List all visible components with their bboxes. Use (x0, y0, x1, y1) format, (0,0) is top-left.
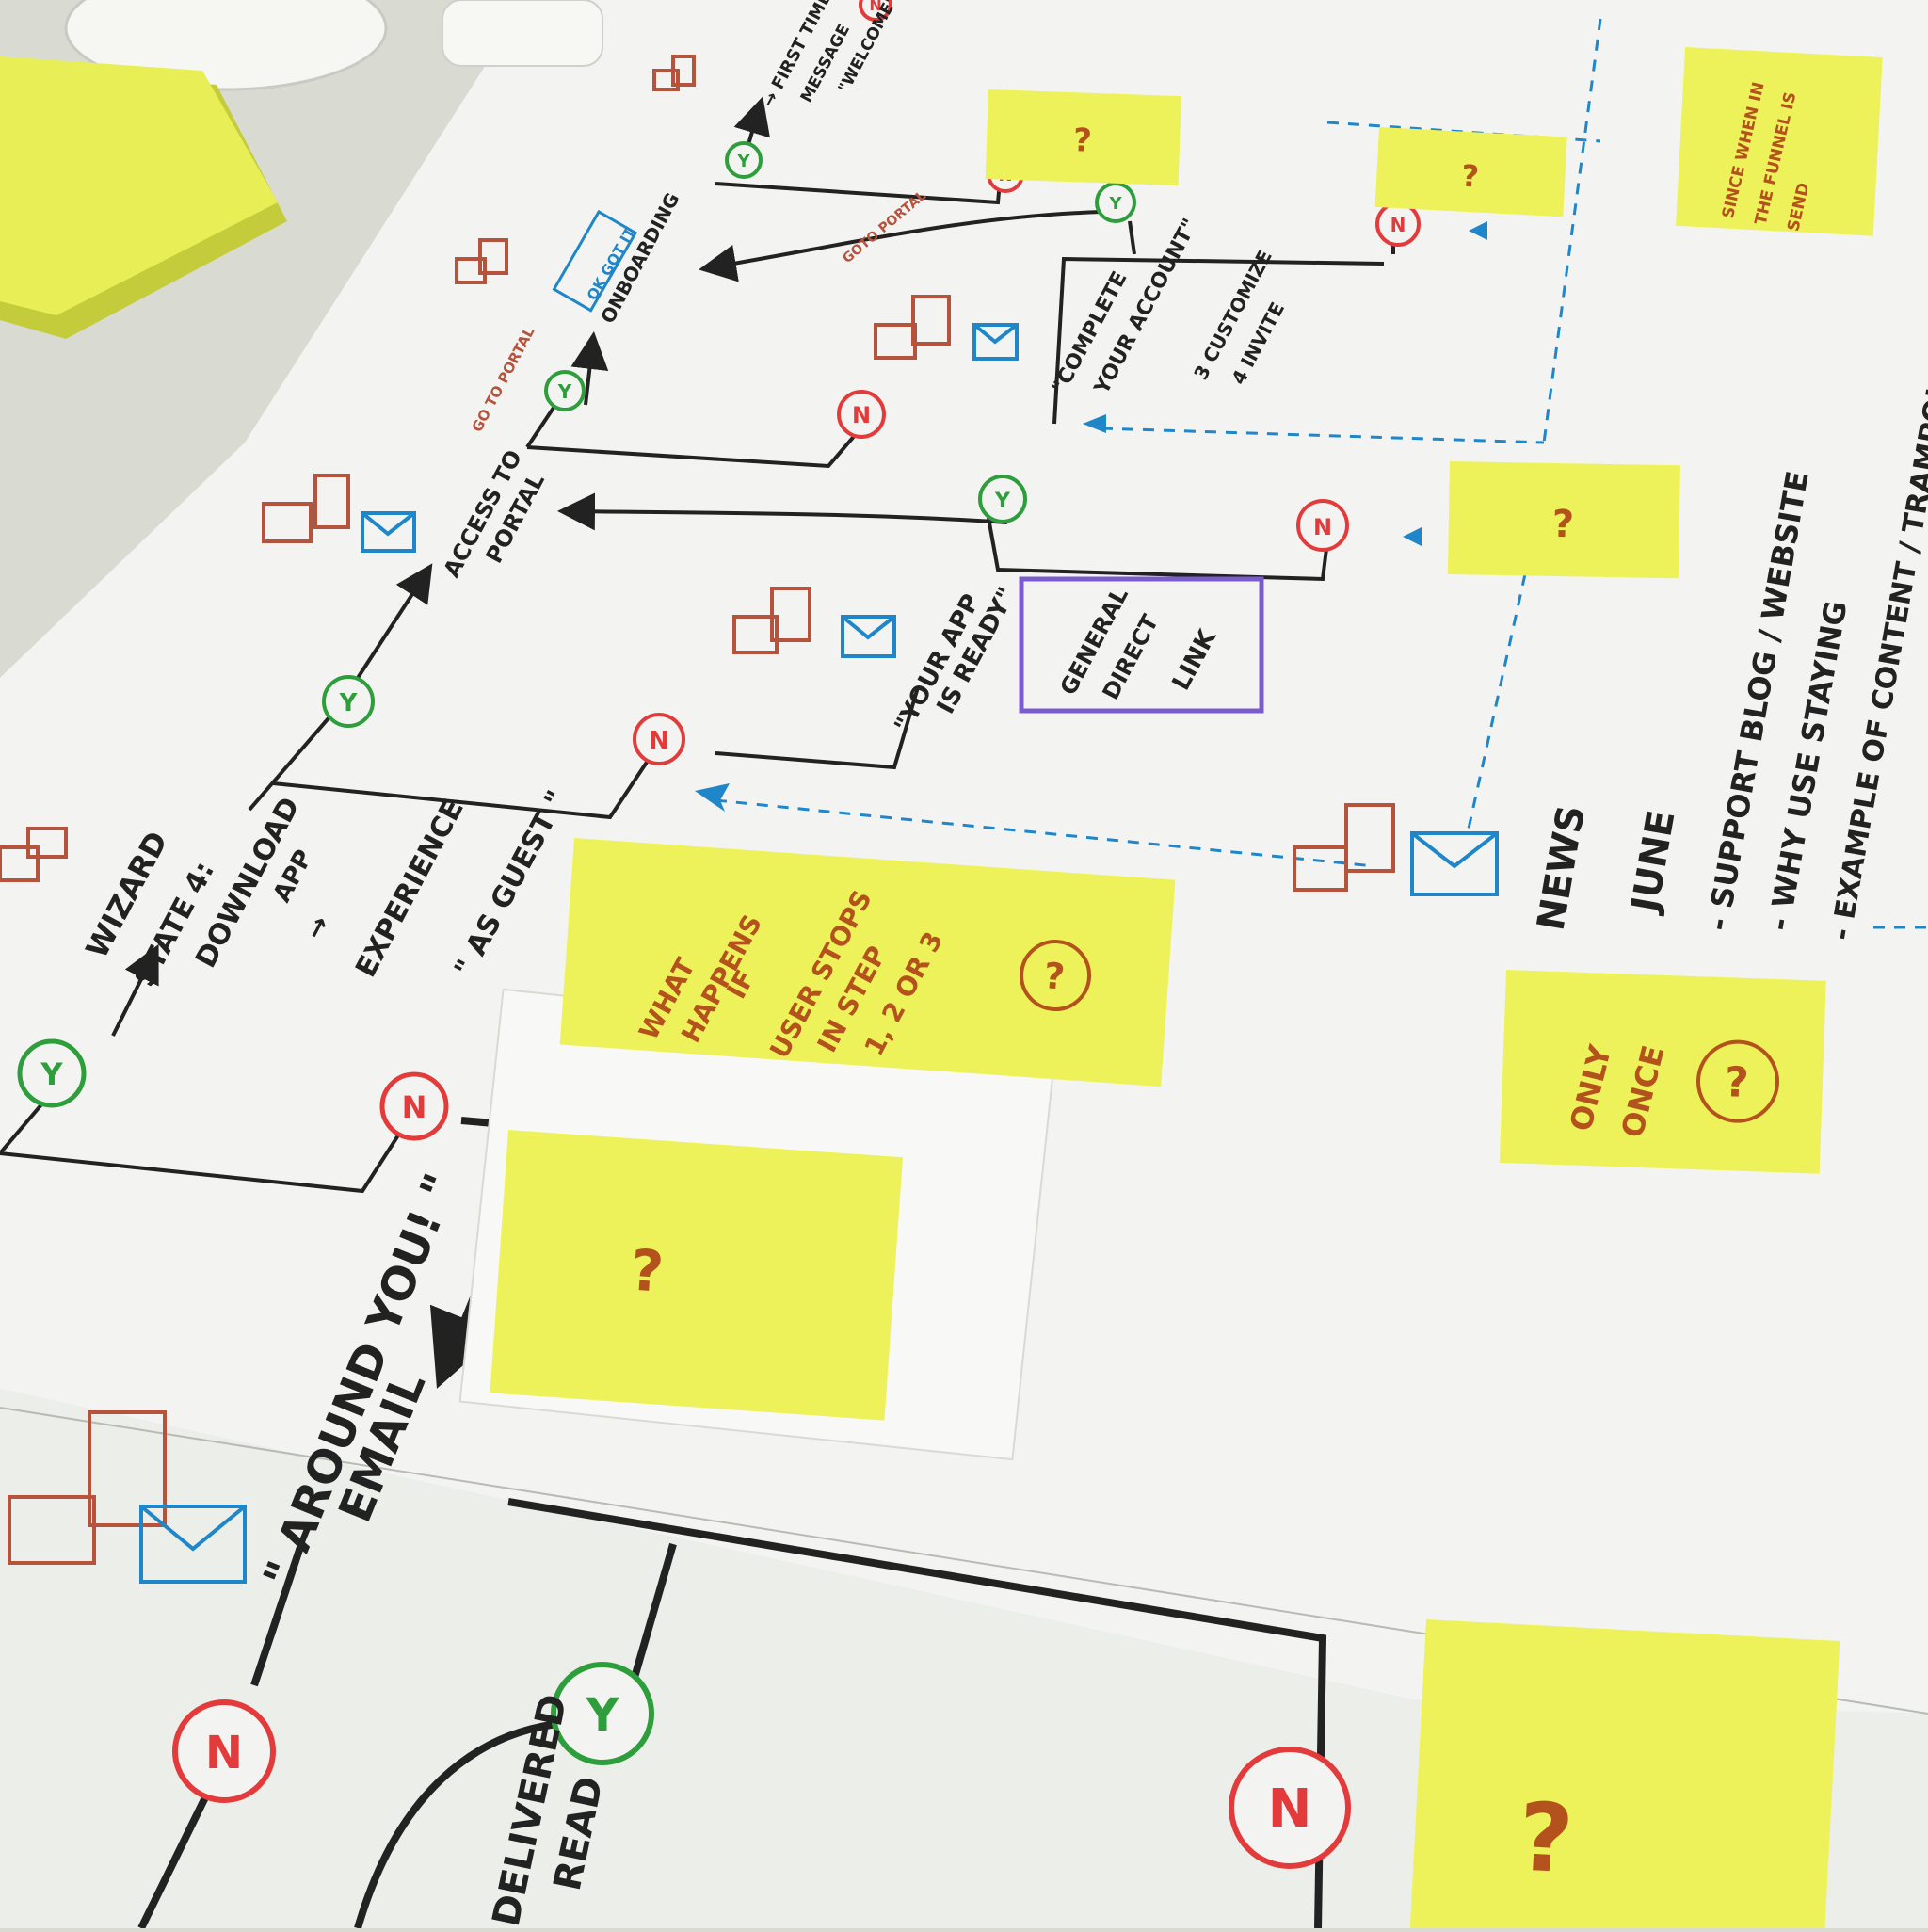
devices-icon (732, 587, 811, 654)
sticky-small-3: ? (1447, 461, 1680, 579)
yes-node-complete: Y (1095, 182, 1136, 223)
svg-text:Y: Y (586, 1689, 620, 1742)
svg-text:N: N (869, 0, 881, 14)
svg-text:Y: Y (40, 1056, 63, 1092)
svg-text:Y: Y (736, 152, 750, 171)
device-email-icons (0, 55, 1499, 1584)
svg-text:?: ? (1516, 1782, 1576, 1895)
svg-text:Y: Y (557, 380, 572, 403)
no-node-portal: N (837, 390, 886, 439)
no-node-email: N (172, 1699, 276, 1803)
sticky-small-2: ? (1374, 127, 1567, 217)
svg-text:N: N (1313, 514, 1332, 540)
ok-got-it-box (552, 209, 638, 313)
yes-node-email: Y (551, 1662, 654, 1765)
email-icon (972, 323, 1019, 361)
yes-node-first-time: N (859, 0, 892, 22)
yes-node-onboarding: Y (725, 141, 763, 179)
svg-text:Y: Y (994, 490, 1011, 513)
email-icon (1410, 831, 1499, 896)
no-node-download: N (633, 713, 685, 765)
svg-text:N: N (852, 402, 871, 428)
no-node-wizard: N (379, 1071, 449, 1141)
sticky-top-right: SINCE WHEN IN THE FUNNEL IS SEND (1676, 46, 1883, 236)
sticky-pad (0, 56, 287, 339)
svg-text:?: ? (1460, 158, 1480, 195)
devices-icon (455, 238, 508, 284)
svg-text:N: N (402, 1089, 427, 1125)
sticky-small-1: ? (985, 89, 1181, 186)
svg-text:N: N (1390, 214, 1406, 236)
svg-text:?: ? (1724, 1058, 1749, 1107)
devices-icon (1293, 803, 1395, 892)
sticky-question-center: ? (490, 1130, 903, 1421)
svg-text:N: N (205, 1727, 243, 1779)
sticky-only-once: ONLY ONCE ? (1499, 970, 1826, 1174)
devices-icon (8, 1410, 167, 1565)
connector-lines (0, 96, 1395, 1194)
yes-node-download: Y (322, 675, 375, 728)
no-node-ready: N (1296, 499, 1349, 552)
svg-text:?: ? (1551, 503, 1574, 546)
sticky-what-happens: WHAT HAPPENS IF USER STOPS IN STEP 1, 2 … (559, 838, 1176, 1087)
white-cup (442, 0, 603, 67)
yes-no-markers: Y N Y N Y N Y N N Y N Y N N Y N (17, 0, 1421, 1869)
svg-text:?: ? (1072, 121, 1092, 160)
devices-icon (874, 295, 951, 360)
devices-icon (0, 827, 68, 882)
devices-icon (262, 474, 350, 543)
svg-text:N: N (649, 727, 669, 755)
svg-text:?: ? (628, 1238, 666, 1306)
svg-text:Y: Y (339, 689, 359, 717)
svg-text:N: N (1268, 1779, 1312, 1840)
no-node-bottom: N (1229, 1747, 1351, 1869)
svg-text:?: ? (1042, 955, 1066, 997)
no-node-complete: N (1375, 201, 1421, 247)
yes-node-ready: Y (978, 475, 1027, 523)
sticky-notes: WHAT HAPPENS IF USER STOPS IN STEP 1, 2 … (458, 46, 1883, 1932)
svg-text:Y: Y (1108, 194, 1122, 214)
email-icon (841, 615, 896, 658)
yes-node-portal: Y (544, 370, 586, 411)
devices-icon (652, 55, 696, 91)
sticky-bottom-right: ? (1409, 1619, 1840, 1932)
email-icon (361, 511, 416, 553)
general-link-box (1019, 576, 1264, 714)
yes-node-wizard: Y (17, 1038, 87, 1108)
email-icon (139, 1505, 247, 1584)
